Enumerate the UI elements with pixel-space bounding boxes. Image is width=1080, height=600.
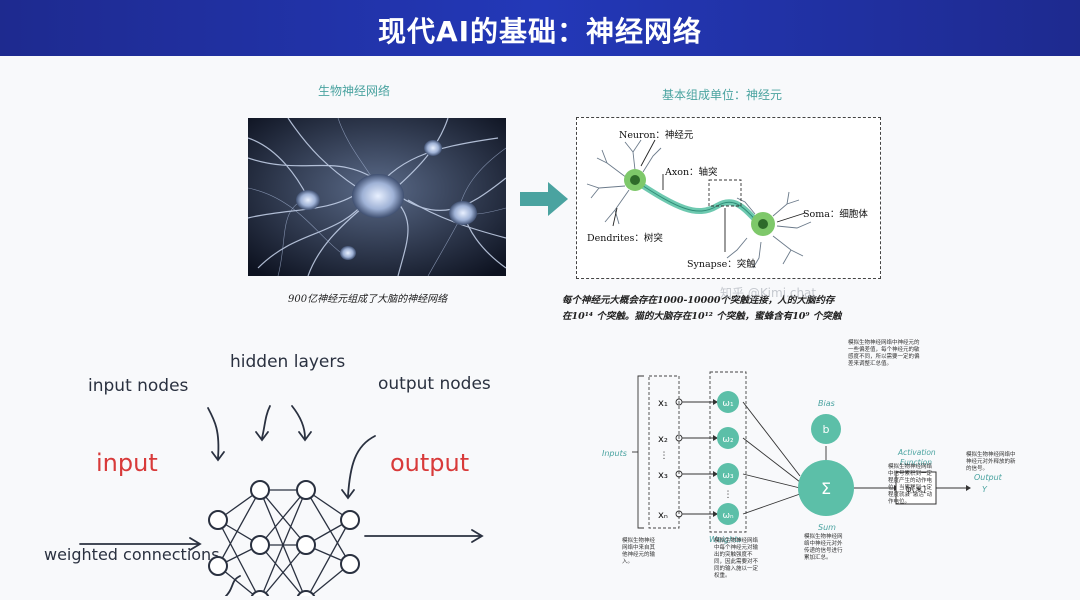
label-wn: ωₙ	[722, 511, 734, 521]
label-hidden-layers: hidden layers	[230, 352, 346, 372]
label-activation-2: Function	[900, 458, 932, 467]
slide-body: 生物神经网络	[0, 56, 1080, 600]
label-x1: x₁	[658, 398, 668, 409]
label-output-nodes: output nodes	[378, 374, 491, 394]
label-x3: x₃	[658, 470, 668, 481]
label-axon: Axon：轴突	[665, 167, 718, 178]
label-w3: ω₃	[722, 471, 734, 481]
neuron-caption: 基本组成单位：神经元	[662, 88, 783, 102]
label-output: output	[390, 449, 470, 477]
synapse-note-line2: 在10¹⁴ 个突触。猫的大脑存在10¹² 个突触，蜜蜂含有10⁹ 个突触	[562, 311, 842, 322]
label-soma: Soma：细胞体	[803, 209, 868, 220]
label-dendrites: Dendrites：树突	[587, 233, 663, 244]
watermark: 知乎 @Kimi.chat	[720, 286, 817, 300]
label-phi: φ(∗)	[906, 485, 927, 495]
note-weights: 模拟生物神经网络中每个神经元对输出的突触强度不同，因此需要对不同的输入施以一定权…	[714, 538, 759, 579]
note-inputs: 模拟生物神经网络中来自其他神经元的输入。	[622, 538, 656, 565]
label-sigma: Σ	[821, 479, 831, 498]
label-weights: Weights	[709, 535, 742, 544]
title-bar: 现代AI的基础：神经网络	[0, 0, 1080, 56]
label-synapse: Synapse：突触	[687, 259, 756, 270]
ann-diagram	[79, 405, 484, 596]
note-output: 模拟生物神经网络中神经元对外释放的新的信号。	[966, 452, 1016, 472]
neuron-diagram: Neuron：神经元 Axon：轴突 Soma：细胞体 Dendrites：树突…	[576, 117, 881, 279]
svg-text:⋮: ⋮	[724, 490, 733, 500]
label-x2: x₂	[658, 434, 668, 445]
label-xn: xₙ	[658, 510, 668, 521]
label-w1: ω₁	[722, 399, 734, 409]
label-w2: ω₂	[722, 435, 734, 445]
label-input: input	[96, 449, 158, 477]
label-b: b	[823, 423, 830, 436]
label-weighted-connections: weighted connections	[44, 545, 220, 564]
label-y: Y	[982, 485, 988, 494]
label-input-nodes: input nodes	[88, 376, 189, 396]
svg-text:⋮: ⋮	[660, 451, 669, 461]
label-output: Output	[974, 473, 1003, 482]
label-bias: Bias	[818, 399, 835, 408]
bio-network-note: 900亿神经元组成了大脑的神经网络	[288, 294, 448, 305]
note-sum: 模拟生物神经网络中神经元对外传递的信号进行累加汇总。	[804, 534, 843, 561]
note-activation: 模拟生物神经网络中信号累积到一定程度产生的动作电位，当累积到一定程度就会“激活”…	[888, 464, 933, 505]
perceptron-diagram: ⋮ ⋮ Inputs x₁ x₂ x₃ xₙ ω₁ ω₂ ω₃ ωₙ Weigh…	[602, 371, 1003, 544]
label-inputs: Inputs	[602, 449, 627, 458]
label-sum: Sum	[818, 523, 836, 532]
right-arrow-icon	[520, 182, 568, 216]
bio-network-caption: 生物神经网络	[318, 84, 391, 98]
note-bias: 模拟生物神经网络中神经元的一些偏差值，每个神经元的敏感度不同，所以需要一定的偏差…	[848, 340, 920, 367]
label-neuron: Neuron：神经元	[619, 130, 694, 141]
synapse-note-line1: 每个神经元大概会存在1000-10000个突触连接，人的大脑约存	[562, 295, 835, 306]
label-activation-1: Activation	[897, 448, 936, 457]
bio-network-image	[247, 117, 507, 277]
page-title: 现代AI的基础：神经网络	[377, 15, 703, 48]
